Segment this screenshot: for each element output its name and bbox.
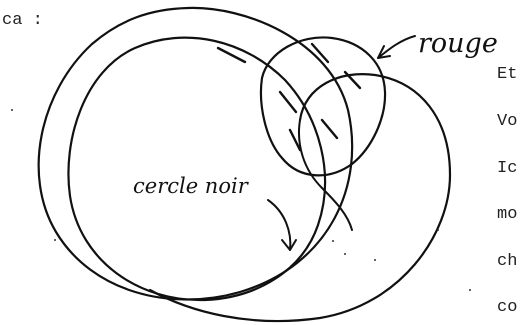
typed-line: Ic: [497, 159, 517, 178]
typed-line: Et: [497, 65, 517, 84]
typed-line: ch: [497, 252, 517, 271]
label-cercle-noir: cercle noir: [133, 174, 250, 198]
typed-line: mo: [497, 205, 517, 224]
typed-line: co: [497, 298, 517, 317]
noir-arrowhead-icon: [282, 240, 296, 250]
scan-speckles: [11, 109, 471, 291]
crossing-dashes: [218, 44, 360, 150]
outer-circle: [39, 8, 353, 300]
typed-prefix: ca :: [2, 11, 43, 30]
typed-line: Vo: [497, 112, 517, 131]
noir-arrow-icon: [268, 200, 290, 250]
label-rouge: rouge: [418, 28, 498, 59]
black-circle: [68, 38, 325, 300]
